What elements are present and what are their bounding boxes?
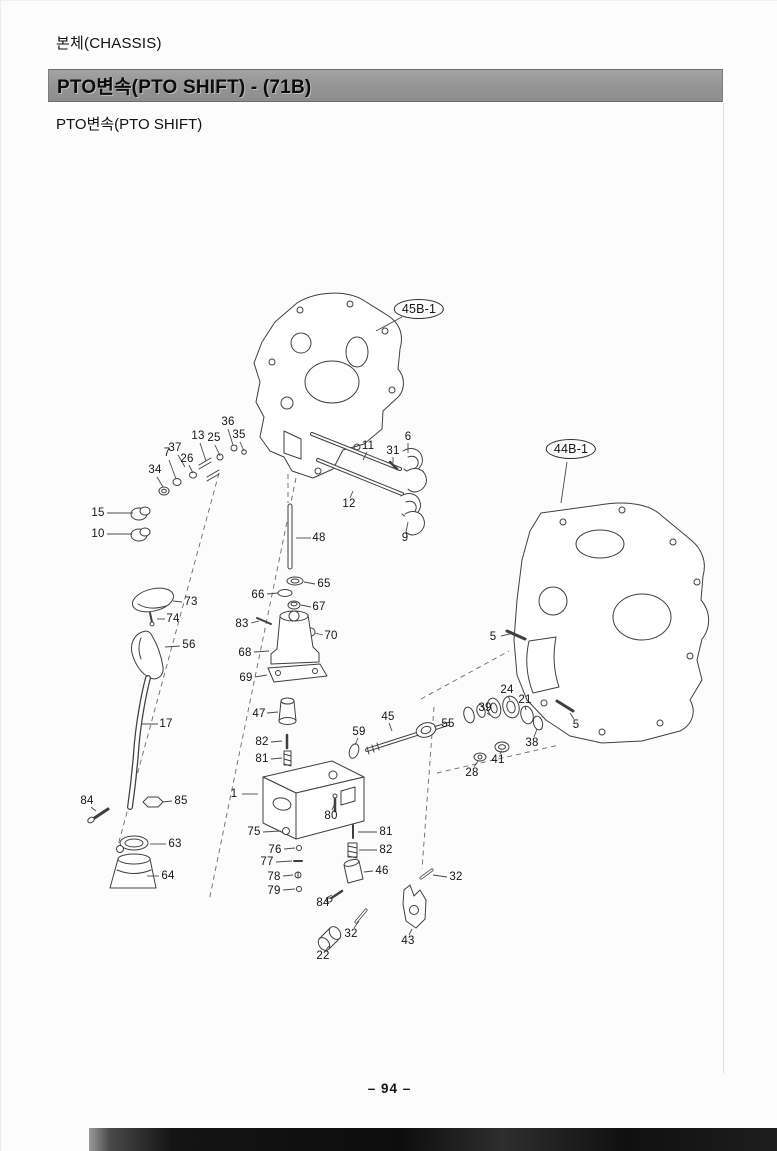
shifter-block-assembly: [262, 760, 434, 951]
shift-lever-assembly: [87, 587, 175, 889]
detent-parts: [130, 444, 247, 542]
pin-31: [388, 460, 399, 471]
section-heading: 본체(CHASSIS): [56, 35, 162, 52]
scan-edge-artifact: [89, 1128, 777, 1151]
roller-22: [317, 937, 331, 951]
collar-55: [415, 722, 437, 738]
scan-page-edge: [723, 103, 724, 1073]
spring-81: [283, 750, 292, 766]
washer-39: [476, 704, 486, 718]
bearing-38: [532, 715, 544, 731]
plug-79: [296, 886, 302, 892]
bolt-84: [91, 807, 110, 821]
screw-74: [149, 612, 153, 623]
washer-59: [348, 743, 360, 759]
stud-5r: [555, 699, 575, 713]
lever-base-68: [270, 614, 320, 665]
spring-82b: [347, 842, 358, 858]
title-bar-text: PTO변속(PTO SHIFT) - (71B): [57, 77, 312, 98]
page-number: – 94 –: [367, 1081, 412, 1096]
pto-shaft-parts: [348, 629, 575, 762]
nut-85: [142, 796, 164, 808]
shift-shafts-and-forks: [310, 432, 427, 536]
lever-base-parts: [256, 503, 328, 767]
leader-lines: [90, 316, 575, 951]
gear-21: [502, 695, 520, 719]
title-bar: PTO변속(PTO SHIFT) - (71B): [48, 69, 723, 102]
ring-24: [486, 697, 502, 719]
gasket-69: [267, 663, 328, 683]
lower-housing: [513, 502, 710, 744]
stud-5l: [505, 629, 527, 641]
washer-28: [473, 752, 487, 762]
pin-83: [256, 617, 272, 625]
grip-56: [131, 630, 164, 680]
ball-76: [296, 845, 302, 851]
screw-84b: [328, 889, 344, 901]
construction-lines: [116, 472, 560, 902]
spring-13: [198, 457, 212, 470]
upper-housing: [253, 292, 404, 479]
knob-73: [131, 587, 175, 613]
circlip-41: [494, 741, 510, 753]
diagram-subtitle: PTO변속(PTO SHIFT): [56, 116, 203, 133]
ball-75: [282, 827, 290, 835]
